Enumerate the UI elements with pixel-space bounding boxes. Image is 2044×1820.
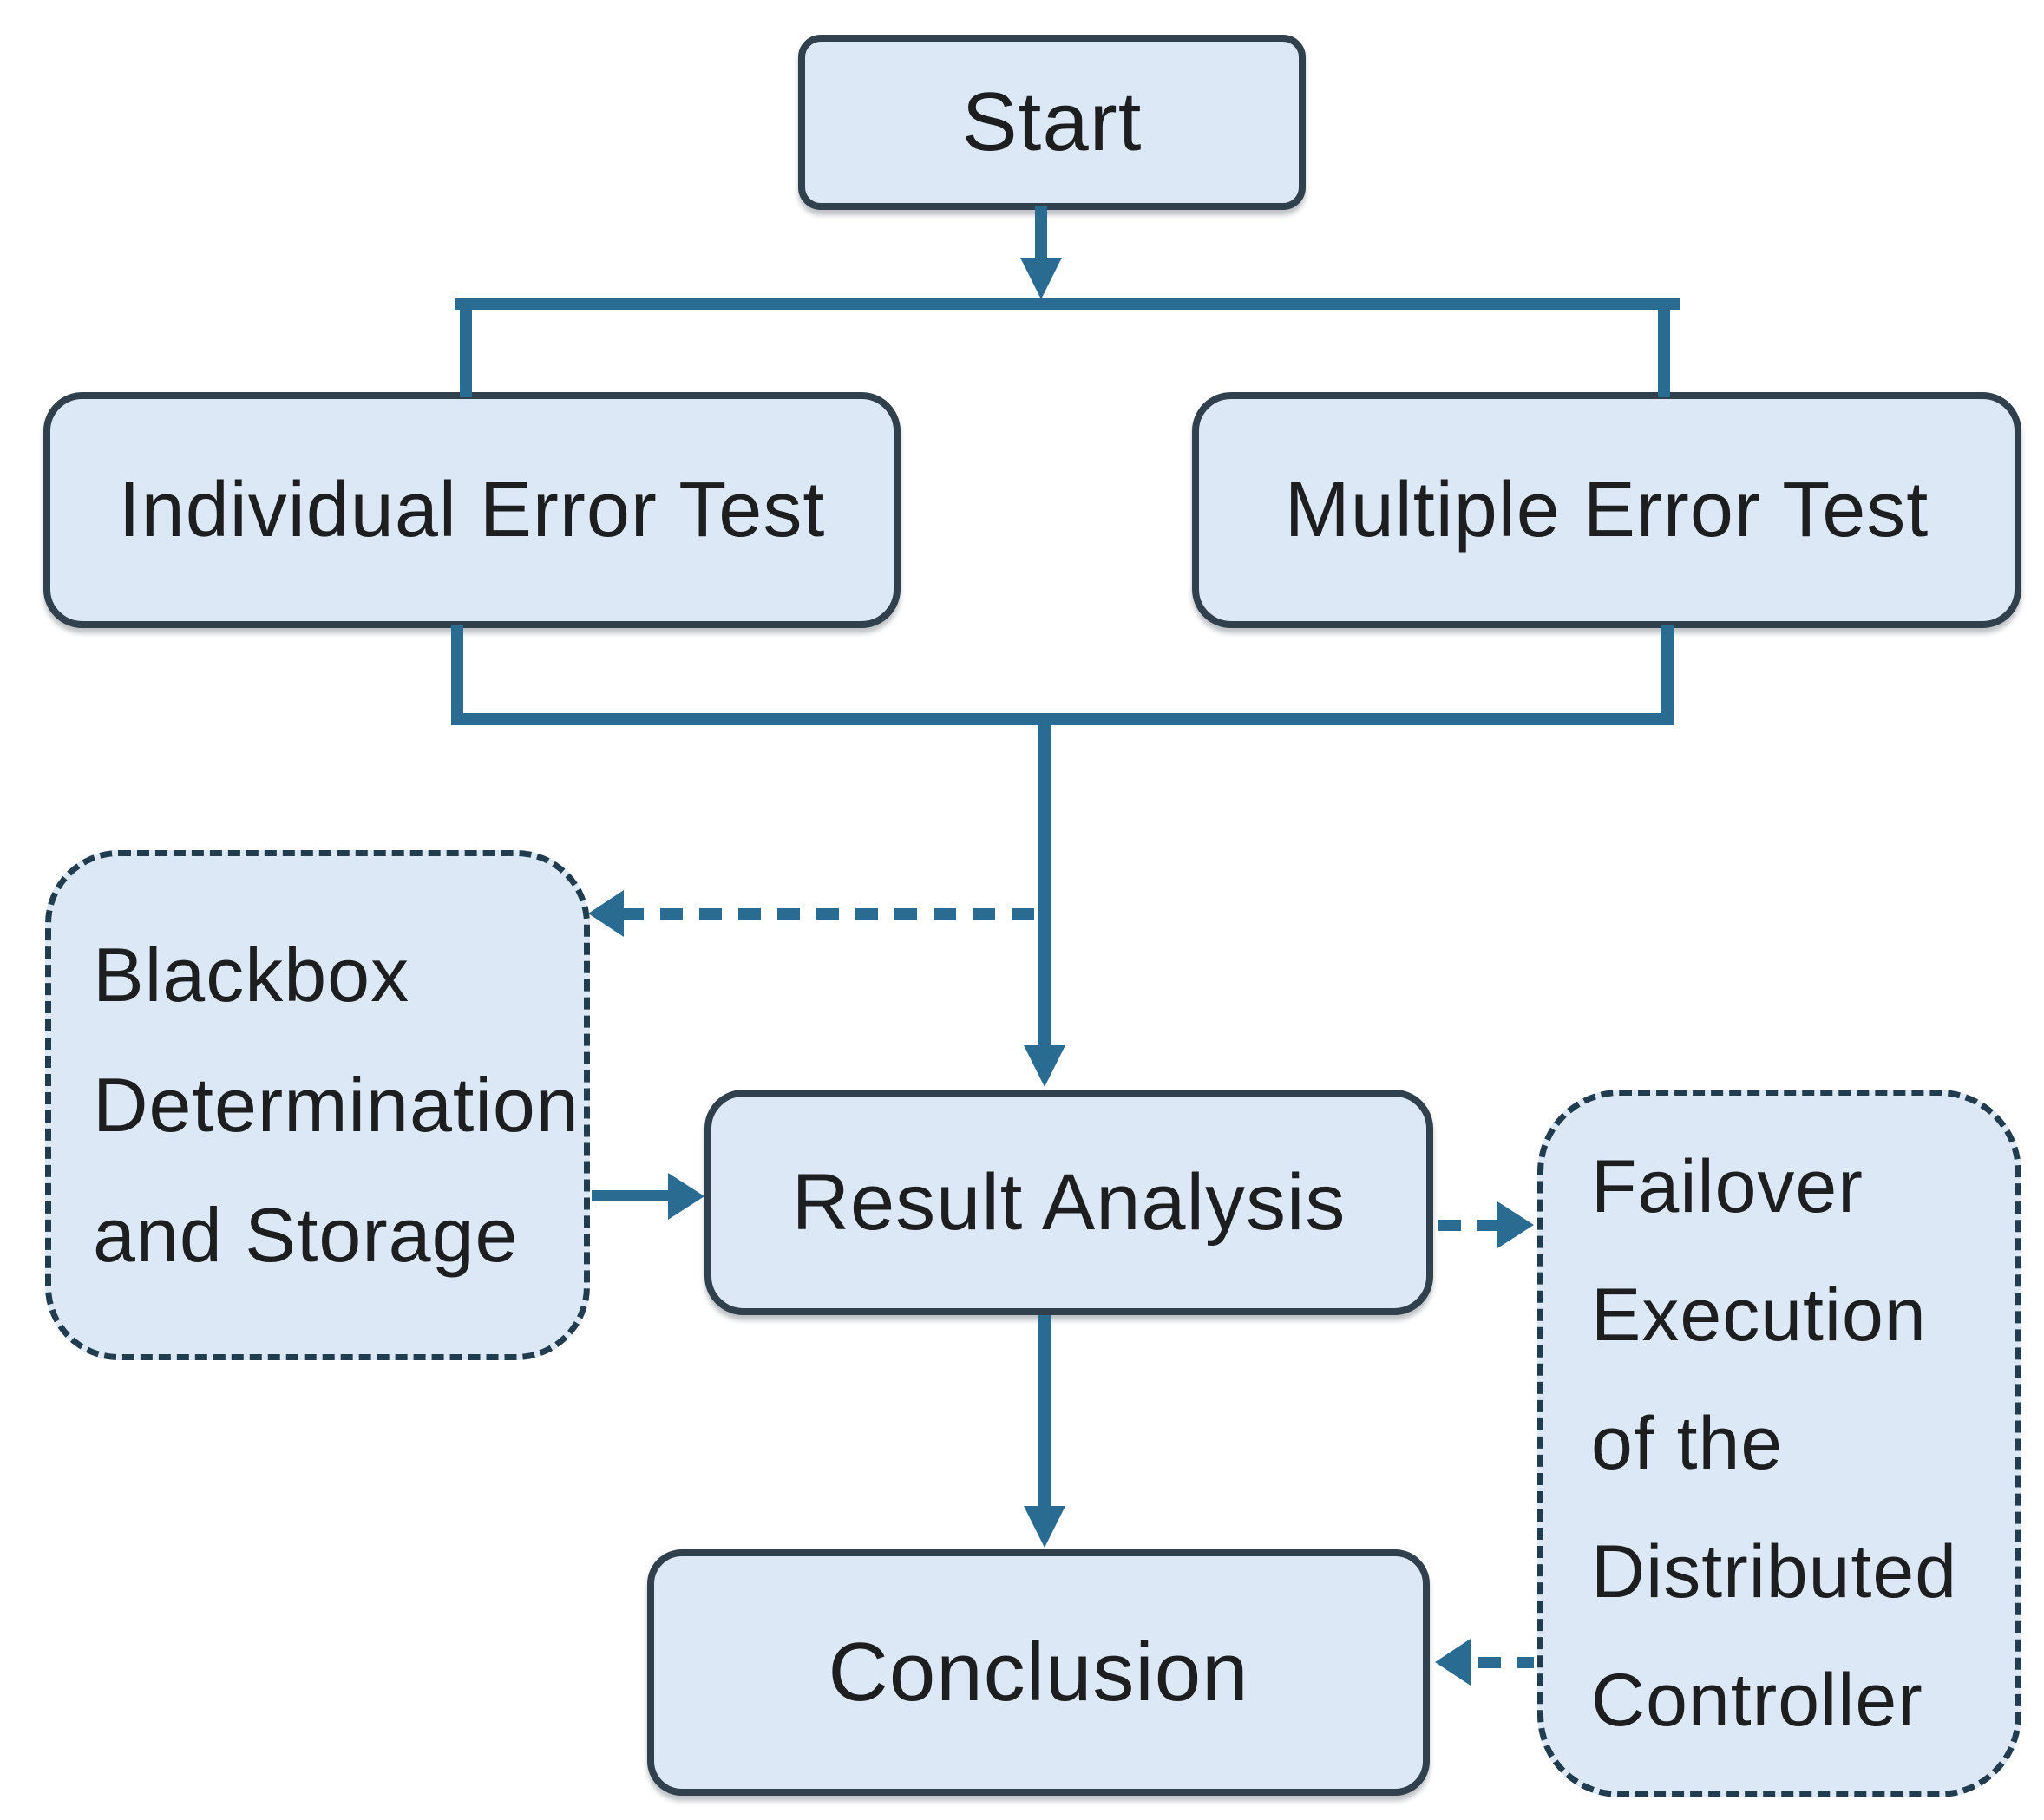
node-failover-line-2: Execution xyxy=(1591,1273,1927,1357)
edge-center-vertical xyxy=(1038,713,1051,1047)
edge-result-down xyxy=(1038,1315,1051,1508)
arrowhead-right-icon xyxy=(1497,1201,1534,1248)
node-failover-line-4: Distributed xyxy=(1591,1530,1958,1614)
node-blackbox-line-2: Determination xyxy=(93,1062,580,1148)
arrowhead-down-icon xyxy=(1020,258,1062,299)
arrowhead-left-icon xyxy=(1435,1639,1471,1686)
node-failover-line-1: Failover xyxy=(1591,1145,1864,1228)
node-blackbox-determination-and-storage: Blackbox Determination and Storage xyxy=(45,850,590,1360)
node-blackbox-line-3: and Storage xyxy=(93,1192,519,1278)
node-start: Start xyxy=(798,35,1306,210)
edge-start-stem xyxy=(1035,206,1047,263)
edge-branch-right-vertical xyxy=(1658,298,1670,397)
arrowhead-right-icon xyxy=(668,1173,704,1220)
node-result-analysis: Result Analysis xyxy=(704,1090,1433,1315)
node-failover-line-5: Controller xyxy=(1591,1659,1923,1742)
arrowhead-down-icon xyxy=(1024,1045,1065,1087)
node-multiple-error-test: Multiple Error Test xyxy=(1192,392,2021,628)
edge-branch-left-vertical xyxy=(460,298,472,397)
edge-dashed-to-blackbox xyxy=(621,908,1043,920)
edge-individual-down xyxy=(451,625,463,720)
node-failover-line-3: of the xyxy=(1591,1402,1784,1485)
arrowhead-down-icon xyxy=(1024,1506,1065,1548)
node-individual-error-test: Individual Error Test xyxy=(43,392,901,628)
node-blackbox-line-1: Blackbox xyxy=(93,932,410,1018)
edge-dashed-result-to-failover xyxy=(1438,1220,1497,1231)
edge-dashed-failover-to-conclusion xyxy=(1478,1657,1534,1668)
node-failover-execution: Failover Execution of the Distributed Co… xyxy=(1537,1090,2021,1797)
node-conclusion: Conclusion xyxy=(647,1549,1430,1796)
edge-multiple-down xyxy=(1661,625,1674,720)
edge-merge-line xyxy=(451,713,1674,725)
edge-blackbox-to-result xyxy=(592,1190,670,1201)
arrowhead-left-icon xyxy=(588,890,624,937)
edge-branch-line xyxy=(455,298,1680,310)
